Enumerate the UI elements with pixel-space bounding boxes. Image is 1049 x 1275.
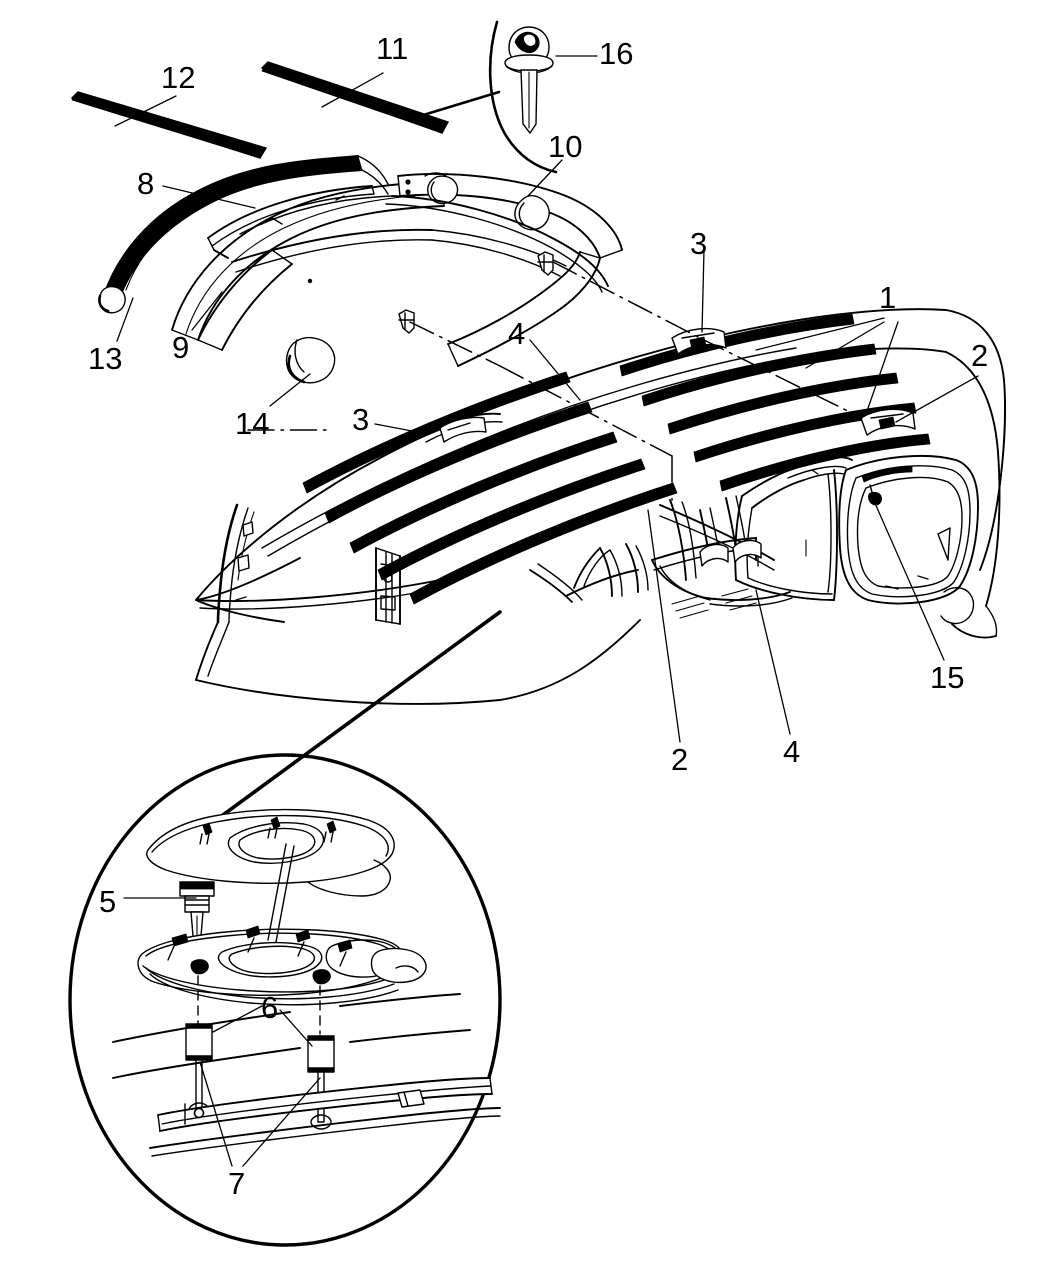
- callout-label-10: 10: [548, 129, 583, 164]
- callout-label-7: 7: [228, 1166, 246, 1201]
- callout-leader-lines: [114, 55, 979, 1167]
- part-2-rear-roof-mount: [860, 408, 916, 436]
- callout-label-9: 9: [172, 330, 190, 365]
- callout-label-14: 14: [235, 406, 270, 441]
- detail-roof-surfaces: [112, 993, 501, 1157]
- part-11-roof-molding-strip: [261, 61, 449, 134]
- part-vehicle-body-roof: [195, 308, 1006, 705]
- part-6-grommets: [185, 1023, 335, 1073]
- phantom-alignment-lines: [247, 261, 863, 501]
- callout-label-15: 15: [930, 660, 965, 695]
- callout-label-3-left: 3: [352, 402, 370, 437]
- detail-overhead-console: [137, 808, 427, 1035]
- part-16-roof-rack-screw: [418, 20, 558, 174]
- callout-label-5: 5: [99, 884, 117, 919]
- callout-label-13: 13: [88, 341, 123, 376]
- callout-label-4-top: 4: [508, 316, 526, 351]
- callout-label-1-top: 1: [879, 280, 897, 315]
- part-3-roof-drip-rail: [423, 412, 503, 443]
- detail-view-balloon: [68, 610, 502, 1247]
- callout-label-16: 16: [599, 36, 634, 71]
- part-3-roof-mount-rear: [671, 327, 727, 355]
- callout-label-2-bottom: 2: [671, 742, 689, 777]
- callout-label-8: 8: [137, 166, 155, 201]
- callout-label-6: 6: [261, 990, 279, 1025]
- part-roof-rack-assembly: [98, 155, 623, 384]
- callout-label-2-right: 2: [971, 338, 989, 373]
- callout-label-12: 12: [161, 60, 196, 95]
- part-12-roof-molding-strip: [71, 91, 267, 159]
- callout-label-11: 11: [376, 31, 409, 66]
- part-15-rear-quarter-glass: [838, 454, 979, 605]
- callout-label-4-bottom: 4: [783, 734, 801, 769]
- callout-label-3-top: 3: [690, 226, 708, 261]
